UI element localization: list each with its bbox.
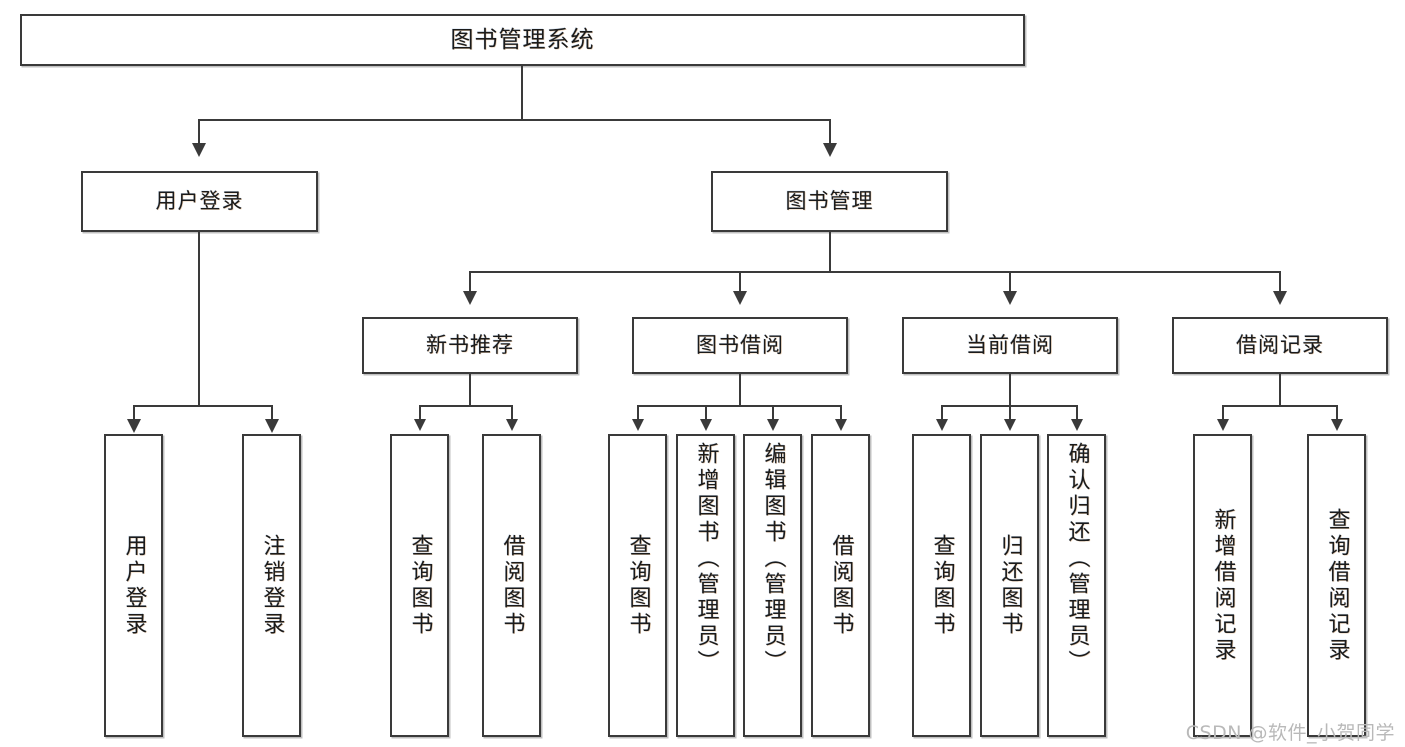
arrow-to-leaf-query-book-2 [632,419,644,431]
node-current-borrow[interactable]: 当前借阅 [902,317,1118,374]
node-label: 用户登录 [155,189,244,214]
leaf-return-book[interactable]: 归还图书 [980,434,1039,737]
node-book-management-system[interactable]: 图书管理系统 [20,14,1025,66]
arrow-to-book-management [823,143,837,157]
node-label: 借阅记录 [1236,333,1324,358]
arrow-to-leaf-query-book-3 [936,419,948,431]
leaf-query-book-current[interactable]: 查询图书 [912,434,971,737]
connector-book-borrow-b3 [772,405,774,421]
connector-user-login-stem [198,232,200,407]
connector-root-to-book-management [829,119,831,145]
leaf-borrow-book-recommend[interactable]: 借阅图书 [482,434,541,737]
leaf-label: 编辑图书（管理员） [760,442,786,676]
arrow-to-leaf-add-book [700,419,712,431]
connector-new-book-stem [469,374,471,406]
leaf-label: 借阅图书 [499,533,525,638]
leaf-label: 用户登录 [121,533,147,638]
connector-borrow-record-b1 [1222,405,1224,421]
leaf-label: 查询图书 [929,533,955,638]
connector-book-borrow-b1 [637,405,639,421]
connector-new-book-b1 [419,405,421,421]
arrow-to-leaf-query-book-1 [414,419,426,431]
connector-book-management-stem [829,232,831,272]
node-book-borrow[interactable]: 图书借阅 [632,317,848,374]
connector-current-borrow-b3 [1076,405,1078,421]
leaf-label: 新增图书（管理员） [693,442,719,676]
leaf-confirm-return-admin[interactable]: 确认归还（管理员） [1047,434,1106,737]
node-label: 当前借阅 [966,333,1054,358]
leaf-query-borrow-record[interactable]: 查询借阅记录 [1307,434,1366,737]
connector-book-borrow-b4 [840,405,842,421]
leaf-borrow-book[interactable]: 借阅图书 [811,434,870,737]
connector-user-login-b1 [133,405,135,421]
connector-borrow-record-stem [1279,374,1281,406]
leaf-logout[interactable]: 注销登录 [242,434,301,737]
arrow-to-user-login [192,143,206,157]
arrow-to-new-book [463,291,477,305]
node-label: 图书借阅 [696,333,784,358]
leaf-user-login[interactable]: 用户登录 [104,434,163,737]
connector-user-login-bus [133,405,273,407]
connector-book-borrow-b2 [705,405,707,421]
connector-current-borrow-b2 [1009,405,1011,421]
leaf-query-book-recommend[interactable]: 查询图书 [390,434,449,737]
arrow-to-leaf-add-record [1217,419,1229,431]
node-label: 图书管理系统 [450,26,595,53]
connector-to-current-borrow [1009,271,1011,293]
connector-root-stem [521,66,523,120]
connector-root-to-user-login [198,119,200,145]
connector-level3-bus [469,271,1280,273]
leaf-label: 归还图书 [997,533,1023,638]
arrow-to-leaf-user-login [127,419,141,433]
arrow-to-leaf-confirm-return [1071,419,1083,431]
leaf-add-borrow-record[interactable]: 新增借阅记录 [1193,434,1252,737]
arrow-to-borrow-record [1273,291,1287,305]
arrow-to-book-borrow [733,291,747,305]
csdn-watermark: CSDN @软件_小贺同学 [1185,722,1395,744]
arrow-to-leaf-return-book [1004,419,1016,431]
node-user-login[interactable]: 用户登录 [81,171,318,232]
node-borrow-record[interactable]: 借阅记录 [1172,317,1388,374]
node-label: 新书推荐 [426,333,514,358]
leaf-label: 确认归还（管理员） [1064,442,1090,676]
leaf-label: 查询图书 [625,533,651,638]
leaf-label: 新增借阅记录 [1210,507,1236,664]
connector-book-borrow-bus [637,405,842,407]
connector-to-new-book [469,271,471,293]
leaf-label: 借阅图书 [828,533,854,638]
arrow-to-leaf-borrow-book-2 [835,419,847,431]
arrow-to-leaf-edit-book [767,419,779,431]
leaf-add-book-admin[interactable]: 新增图书（管理员） [676,434,735,737]
connector-to-borrow-record [1279,271,1281,293]
connector-current-borrow-b1 [941,405,943,421]
arrow-to-leaf-logout [265,419,279,433]
connector-new-book-b2 [511,405,513,421]
connector-to-book-borrow [739,271,741,293]
leaf-label: 查询图书 [407,533,433,638]
node-new-book-recommend[interactable]: 新书推荐 [362,317,578,374]
arrow-to-current-borrow [1003,291,1017,305]
connector-current-borrow-stem [1009,374,1011,406]
arrow-to-leaf-borrow-book-1 [506,419,518,431]
connector-borrow-record-b2 [1336,405,1338,421]
leaf-edit-book-admin[interactable]: 编辑图书（管理员） [743,434,802,737]
connector-new-book-bus [419,405,512,407]
connector-borrow-record-bus [1222,405,1337,407]
node-book-management[interactable]: 图书管理 [711,171,948,232]
leaf-query-book-borrow[interactable]: 查询图书 [608,434,667,737]
connector-user-login-b2 [271,405,273,421]
connector-root-bus [198,119,831,121]
node-label: 图书管理 [785,189,874,214]
leaf-label: 注销登录 [259,533,285,638]
arrow-to-leaf-query-record [1331,419,1343,431]
leaf-label: 查询借阅记录 [1324,507,1350,664]
connector-book-borrow-stem [739,374,741,406]
